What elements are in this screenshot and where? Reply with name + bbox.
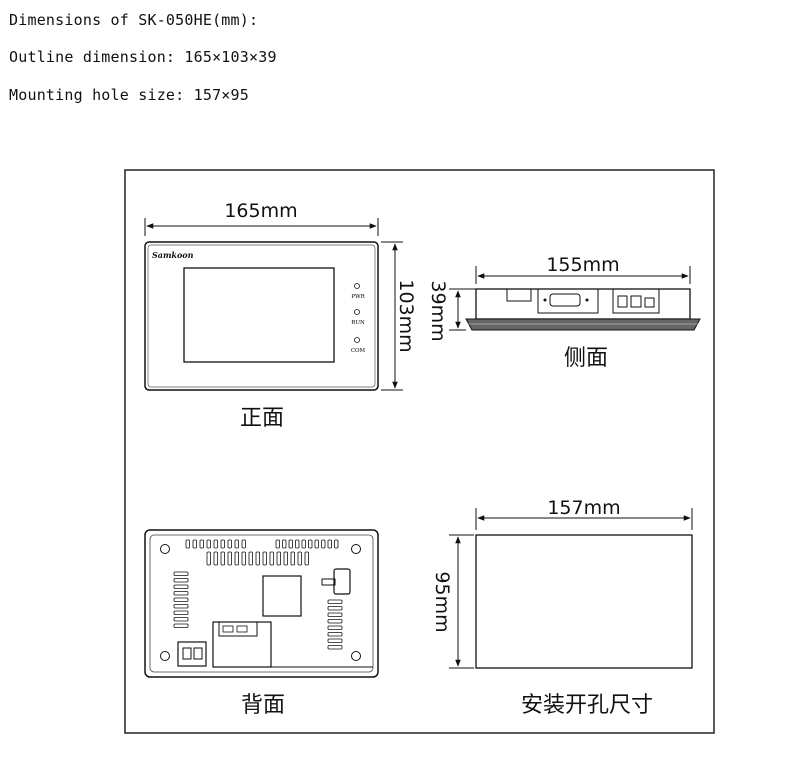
vent-slot (173, 584, 189, 589)
back-view: 背面 (144, 529, 379, 718)
vent-slot (173, 578, 189, 583)
vent-slot (327, 599, 343, 604)
led-com-label: COM (351, 348, 366, 354)
vent-slot (173, 623, 189, 628)
vent-slot (301, 539, 306, 549)
vent-slot (334, 539, 339, 549)
vent-slot (185, 539, 190, 549)
vent-slot (213, 539, 218, 549)
led-pwr-label: PWR (351, 294, 365, 300)
vent-slot (173, 604, 189, 609)
drawing-frame (124, 169, 715, 734)
vent-slot (321, 539, 326, 549)
vent-slot (275, 539, 280, 549)
vent-slot (220, 539, 225, 549)
side-body (475, 288, 691, 320)
led-com-icon (354, 337, 360, 343)
vent-slot (173, 610, 189, 615)
back-vents (173, 539, 343, 650)
cutout-view: 157mm 95mm 安装开孔尺寸 (431, 497, 693, 718)
vent-slot (255, 551, 260, 566)
vent-slot (295, 539, 300, 549)
vent-slot (220, 551, 225, 566)
vent-slot (276, 551, 281, 566)
back-power-terminal-icon (177, 641, 207, 667)
vent-slot (297, 551, 302, 566)
front-height-label: 103mm (395, 279, 417, 352)
vent-slot (327, 625, 343, 630)
side-view-caption: 侧面 (564, 346, 608, 371)
vent-slot (248, 551, 253, 566)
vent-slot (241, 551, 246, 566)
vent-slot (206, 551, 211, 566)
side-view: 155mm 39mm 侧面 (427, 254, 701, 371)
cutout-rectangle (475, 534, 693, 669)
spec-title: Dimensions of SK-050HE(mm): (9, 11, 259, 29)
back-view-caption: 背面 (241, 693, 285, 718)
vent-slot (173, 571, 189, 576)
spec-outline-dimension: Outline dimension: 165×103×39 (9, 48, 277, 66)
vent-slot (283, 551, 288, 566)
back-panel (144, 529, 379, 678)
cutout-height-label: 95mm (431, 571, 453, 632)
vent-slot (282, 539, 287, 549)
vent-slot (234, 539, 239, 549)
vent-slot (327, 539, 332, 549)
back-label-plate (262, 575, 302, 617)
front-screen (183, 267, 335, 363)
power-connector-icon (333, 568, 351, 595)
vent-slot (262, 551, 267, 566)
vent-slot (327, 606, 343, 611)
side-width-label: 155mm (546, 254, 619, 276)
side-bezel (465, 318, 701, 331)
back-serial-port-icon (218, 621, 258, 637)
vent-slot (234, 551, 239, 566)
vent-slot (241, 539, 246, 549)
vent-slot (269, 551, 274, 566)
front-width-label: 165mm (224, 200, 297, 222)
vent-slot (327, 645, 343, 650)
led-run-label: RUN (351, 320, 365, 326)
cutout-width-label: 157mm (547, 497, 620, 519)
side-depth-label: 39mm (427, 280, 449, 341)
cutout-caption: 安装开孔尺寸 (521, 693, 653, 718)
vent-slot (199, 539, 204, 549)
vent-slot (227, 551, 232, 566)
vent-slot (206, 539, 211, 549)
led-pwr-icon (354, 283, 360, 289)
vent-slot (308, 539, 313, 549)
vent-slot (227, 539, 232, 549)
vent-slot (327, 612, 343, 617)
serial-port-icon (549, 293, 581, 307)
front-view: 165mm 103mm Samkoon PWR RUN COM 正面 (144, 200, 417, 431)
vent-slot (314, 539, 319, 549)
vent-slot (288, 539, 293, 549)
vent-slot (304, 551, 309, 566)
vent-slot (327, 638, 343, 643)
front-view-caption: 正面 (240, 406, 284, 431)
vent-slot (213, 551, 218, 566)
vent-slot (173, 597, 189, 602)
spec-mounting-hole-size: Mounting hole size: 157×95 (9, 86, 249, 104)
vent-slot (290, 551, 295, 566)
vent-slot (173, 617, 189, 622)
vent-slot (192, 539, 197, 549)
brand-logo: Samkoon (152, 250, 194, 260)
vent-slot (173, 591, 189, 596)
vent-slot (327, 619, 343, 624)
vent-slot (327, 632, 343, 637)
led-run-icon (354, 309, 360, 315)
